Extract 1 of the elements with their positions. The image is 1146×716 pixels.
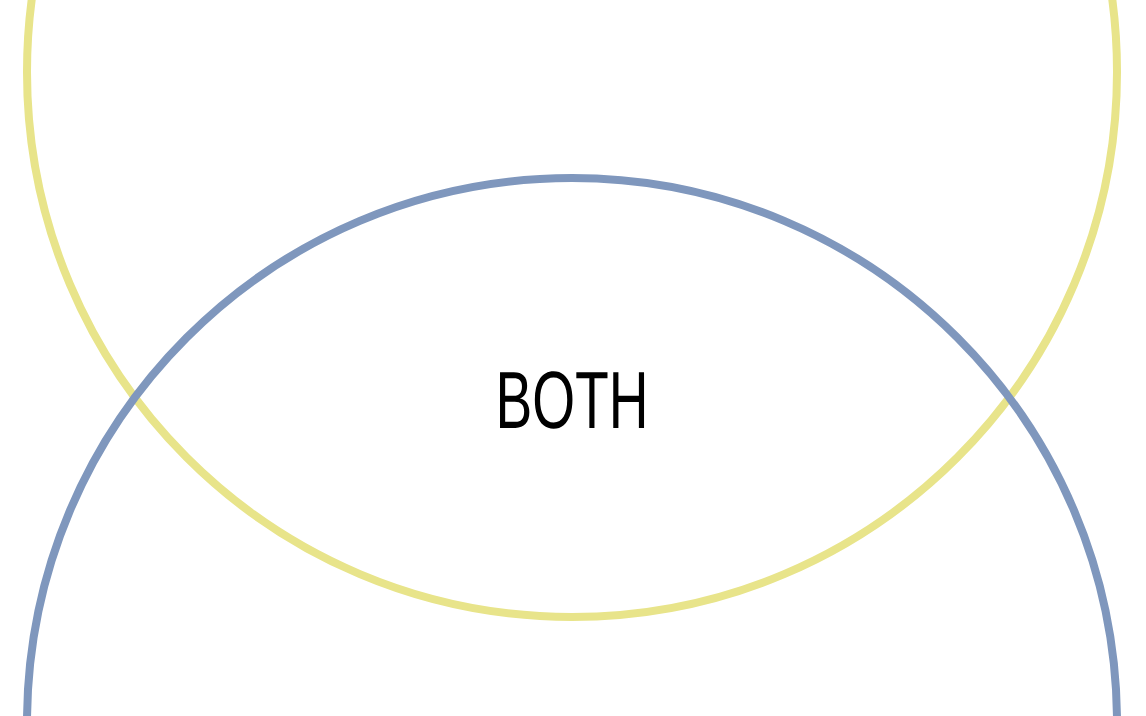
overlap-label: BOTH xyxy=(500,371,645,429)
